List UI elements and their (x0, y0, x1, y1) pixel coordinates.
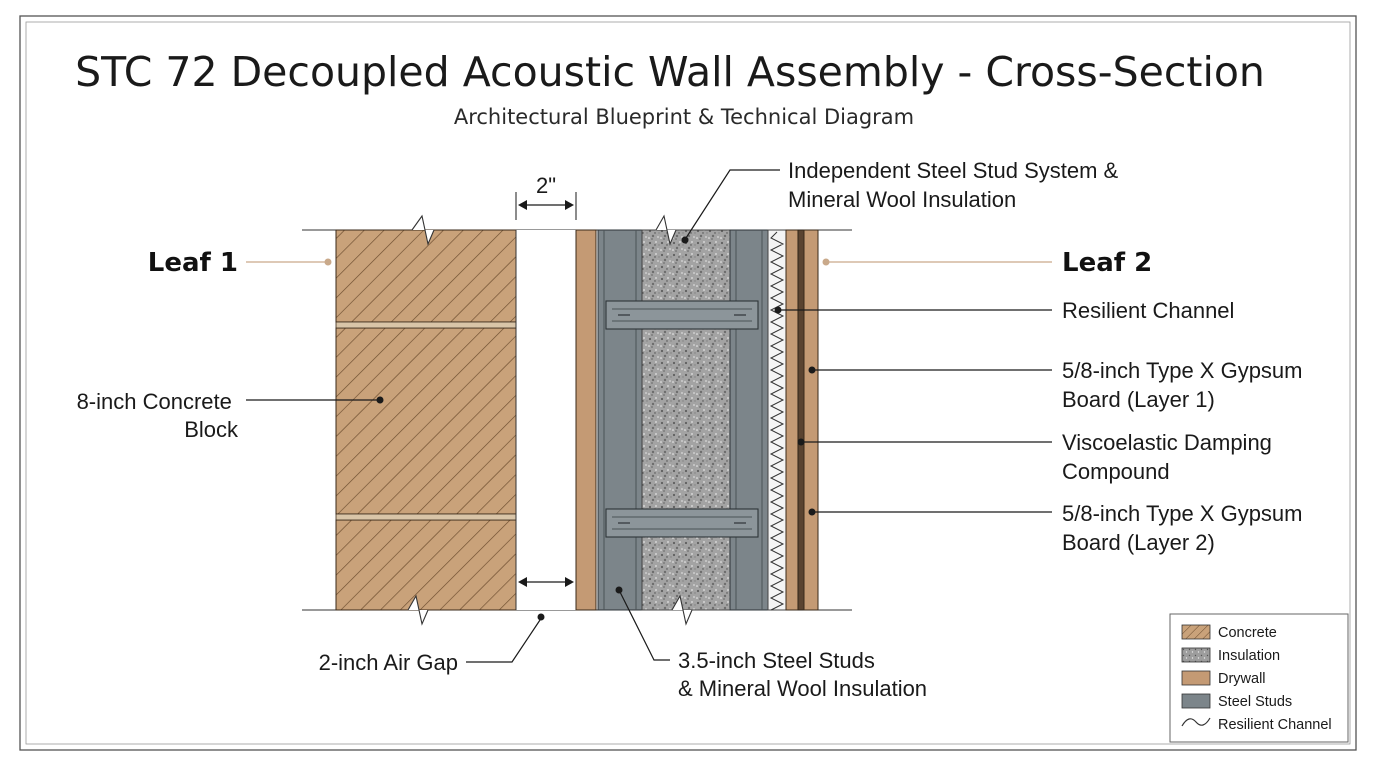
svg-text:Resilient Channel: Resilient Channel (1218, 717, 1332, 733)
gypsum-layer1-label: 5/8-inch Type X Gypsum Board (Layer 1) (1062, 358, 1309, 412)
break-mark-bottom (407, 594, 429, 626)
page-title: STC 72 Decoupled Acoustic Wall Assembly … (75, 48, 1265, 96)
legend-item-concrete: Concrete (1181, 624, 1277, 641)
break-mark-top (411, 214, 435, 246)
dimension-2in: 2" (515, 173, 577, 220)
page-subtitle: Architectural Blueprint & Technical Diag… (454, 105, 914, 129)
legend-item-insulation: Insulation (1181, 647, 1280, 664)
leaf2-label: Leaf 2 (1062, 248, 1152, 278)
leaf1-label: Leaf 1 (148, 248, 238, 278)
mineral-wool-insulation (641, 229, 731, 611)
air-gap (516, 230, 576, 610)
legend-item-steel-studs: Steel Studs (1181, 693, 1292, 710)
svg-text:Drywall: Drywall (1218, 671, 1266, 687)
inner-frame (25, 21, 1351, 745)
svg-text:Concrete: Concrete (1218, 625, 1277, 641)
resilient-channel-bracket-lower (605, 508, 759, 538)
steel-stud-left (597, 229, 643, 611)
legend-item-drywall: Drywall (1181, 670, 1266, 687)
resilient-channel-wave (769, 231, 785, 611)
legend: Concrete Insulation Drywall Steel Studs … (1169, 613, 1349, 743)
gypsum-board-layer2 (803, 229, 819, 611)
legend-item-resilient-channel: Resilient Channel (1181, 717, 1332, 733)
independent-stud-label: Independent Steel Stud System & Mineral … (788, 158, 1124, 212)
viscoelastic-label: Viscoelastic Damping Compound (1062, 430, 1278, 484)
concrete-block-wall (335, 214, 517, 626)
gypsum-layer2-label: 5/8-inch Type X Gypsum Board (Layer 2) (1062, 501, 1309, 555)
air-gap-label: 2-inch Air Gap (319, 650, 458, 675)
svg-text:Insulation: Insulation (1218, 648, 1280, 664)
resilient-channel-icon (1181, 717, 1211, 727)
air-gap-dimension (518, 577, 574, 587)
steel-studs-label: 3.5-inch Steel Studs & Mineral Wool Insu… (678, 648, 927, 701)
concrete-block-lower (335, 519, 517, 611)
gypsum-board-layer1 (785, 229, 799, 611)
break-mark-top (655, 214, 677, 246)
resilient-channel-bracket-upper (605, 300, 759, 330)
concrete-block-middle (335, 327, 517, 515)
mortar-joint (335, 321, 517, 329)
mortar-joint (335, 513, 517, 521)
dimension-label: 2" (536, 173, 556, 198)
concrete-block-label: 8-inch Concrete Block (77, 389, 239, 442)
svg-text:Steel Studs: Steel Studs (1218, 694, 1292, 710)
leaf2-assembly (575, 214, 819, 626)
resilient-channel-label: Resilient Channel (1062, 298, 1234, 323)
concrete-block-upper (335, 229, 517, 323)
outer-frame (19, 15, 1357, 751)
break-mark-bottom (671, 594, 693, 626)
drywall-inner-layer (575, 229, 597, 611)
viscoelastic-layer (797, 229, 805, 611)
